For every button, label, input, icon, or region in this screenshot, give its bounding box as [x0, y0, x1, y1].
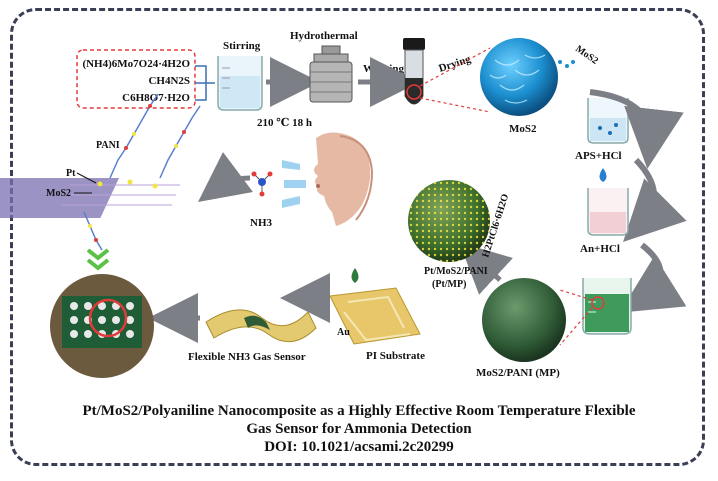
flexible-sensor [205, 309, 317, 343]
dashed-frame [10, 8, 705, 466]
molecular-structure [0, 93, 201, 251]
label-hydrothermal: Hydrothermal [290, 30, 358, 42]
pt-mp-sphere [408, 180, 490, 262]
pointer-pt [76, 172, 97, 184]
reagent-box [76, 49, 196, 109]
zoom-line-top [419, 47, 491, 87]
beaker-aps-hcl [587, 98, 629, 144]
curve-arrow-2 [623, 157, 687, 242]
label-washing: Washing [363, 63, 404, 75]
reagent-1: (NH4)6Mo7O24·4H2O [82, 58, 190, 70]
label-an-hcl: An+HCl [580, 243, 620, 255]
label-mos2-layer: MoS2 [46, 188, 71, 199]
curve-arrow-1 [589, 89, 684, 169]
sensor-photo [50, 274, 154, 378]
label-mos2-small: MoS2 [573, 43, 600, 66]
label-pt-mp-2: (Pt/MP) [432, 279, 466, 290]
label-drying: Drying [437, 53, 473, 75]
curve-arrow-3 [619, 242, 687, 313]
centrifuge-tube-icon [403, 38, 425, 105]
label-mos2: MoS2 [509, 123, 537, 135]
zoom-line-mp-bottom [559, 307, 593, 346]
beaker-green [582, 278, 632, 335]
label-nh3: NH3 [250, 217, 273, 229]
beaker-an-hcl [587, 188, 629, 236]
label-pi-substrate: PI Substrate [366, 350, 425, 362]
drop-green-icon [351, 268, 359, 283]
pi-substrate [329, 287, 421, 345]
caption-title-line2: Gas Sensor for Ammonia Detection [246, 421, 472, 437]
human-head-icon [314, 132, 374, 226]
reagent-bracket [195, 65, 215, 101]
mos2-pani-sphere [482, 278, 566, 362]
reagent-3: C6H8O7·H2O [122, 92, 190, 104]
label-mos2-pani: MoS2/PANI (MP) [476, 367, 560, 379]
label-aps-hcl: APS+HCl [575, 150, 622, 162]
label-pani: PANI [96, 140, 120, 151]
drop-blue-icon [599, 168, 607, 182]
label-pt: Pt [66, 168, 76, 179]
zoom-line-bottom [419, 97, 491, 113]
caption-doi: DOI: 10.1021/acsami.2c20299 [264, 439, 454, 455]
label-au: Au [337, 327, 350, 338]
breath-waves-icon [282, 160, 306, 208]
nh3-molecule-icon [251, 171, 273, 197]
reagent-2: CH4N2S [148, 75, 190, 87]
stirring-beaker [217, 56, 263, 111]
mos2-particles [558, 60, 575, 68]
mos2-flower [480, 38, 558, 116]
arrow-to-molecule [197, 152, 253, 202]
label-pt-mp-1: Pt/MoS2/PANI [424, 266, 488, 277]
arrow-ptcl [459, 242, 514, 295]
label-sensor: Flexible NH3 Gas Sensor [188, 351, 306, 363]
label-stirring: Stirring [223, 40, 261, 52]
chevron-down-icon [86, 248, 110, 271]
autoclave-icon [309, 45, 353, 103]
label-conditions: 210 ℃ 18 h [257, 117, 312, 129]
caption-title-line1: Pt/MoS2/Polyaniline Nanocomposite as a H… [82, 403, 636, 419]
